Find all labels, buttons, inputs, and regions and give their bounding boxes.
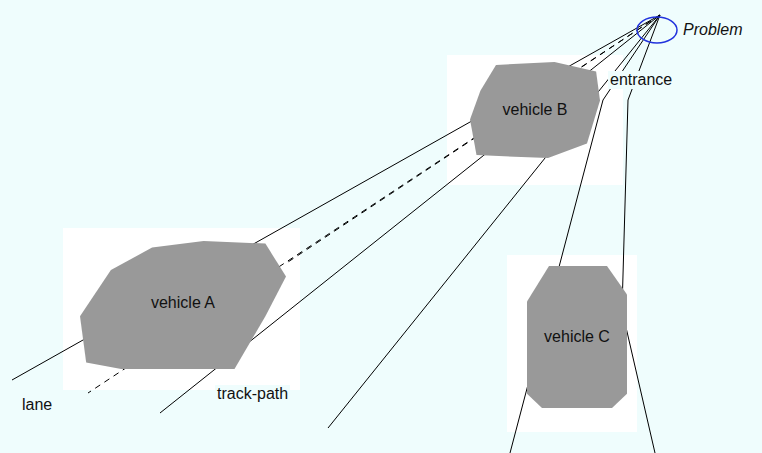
vehicle-label: vehicle A bbox=[148, 292, 218, 314]
vehicle-label: vehicle B bbox=[500, 99, 570, 121]
vehicle-body bbox=[527, 266, 627, 408]
vehicle-backdrop bbox=[63, 228, 300, 390]
vehicle-shape: vehicle C bbox=[527, 266, 627, 408]
vehicle-shape: vehicle B bbox=[470, 62, 600, 158]
annotation-label: track-path bbox=[215, 385, 290, 403]
vehicle-backdrop bbox=[507, 255, 637, 432]
annotation-label: Problem bbox=[681, 21, 745, 39]
annotation-label: lane bbox=[20, 396, 54, 414]
vehicle-body bbox=[80, 241, 286, 369]
vehicle-label: vehicle C bbox=[542, 326, 612, 348]
vehicle-body bbox=[470, 62, 600, 158]
problem-marker bbox=[637, 17, 677, 43]
track-path-line bbox=[288, 15, 660, 262]
vehicle-shape: vehicle A bbox=[80, 237, 286, 369]
annotation-label: entrance bbox=[608, 71, 674, 89]
vehicle-backdrop bbox=[447, 55, 623, 185]
